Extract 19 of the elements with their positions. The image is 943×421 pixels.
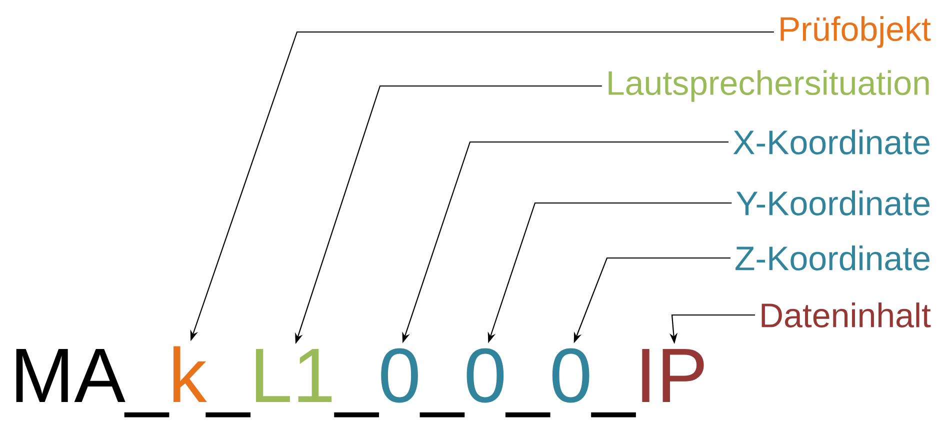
leader-label: Dateninhalt xyxy=(762,302,931,328)
filename-part: 0 xyxy=(552,348,590,403)
leader-label: Y-Koordinate xyxy=(736,190,930,216)
underscore: _ xyxy=(591,412,636,418)
filename-part: 0 xyxy=(466,348,504,403)
leader-label: Lautsprechersituation xyxy=(608,70,929,102)
underscore: _ xyxy=(124,412,170,418)
filename-part: L1 xyxy=(256,349,332,402)
filename-part: k xyxy=(174,346,207,402)
leader-label: X-Koordinate xyxy=(733,130,930,154)
underscore: _ xyxy=(334,412,379,418)
underscore: _ xyxy=(420,412,465,418)
underscore: _ xyxy=(206,412,251,418)
underscore: _ xyxy=(505,412,550,418)
leader-label: Z-Koordinate xyxy=(736,246,930,270)
filename-part: IP xyxy=(642,349,704,402)
leader-label: Prüfobjekt xyxy=(780,16,931,48)
filename-text: MA xyxy=(16,349,126,402)
filename-part: 0 xyxy=(381,348,418,403)
